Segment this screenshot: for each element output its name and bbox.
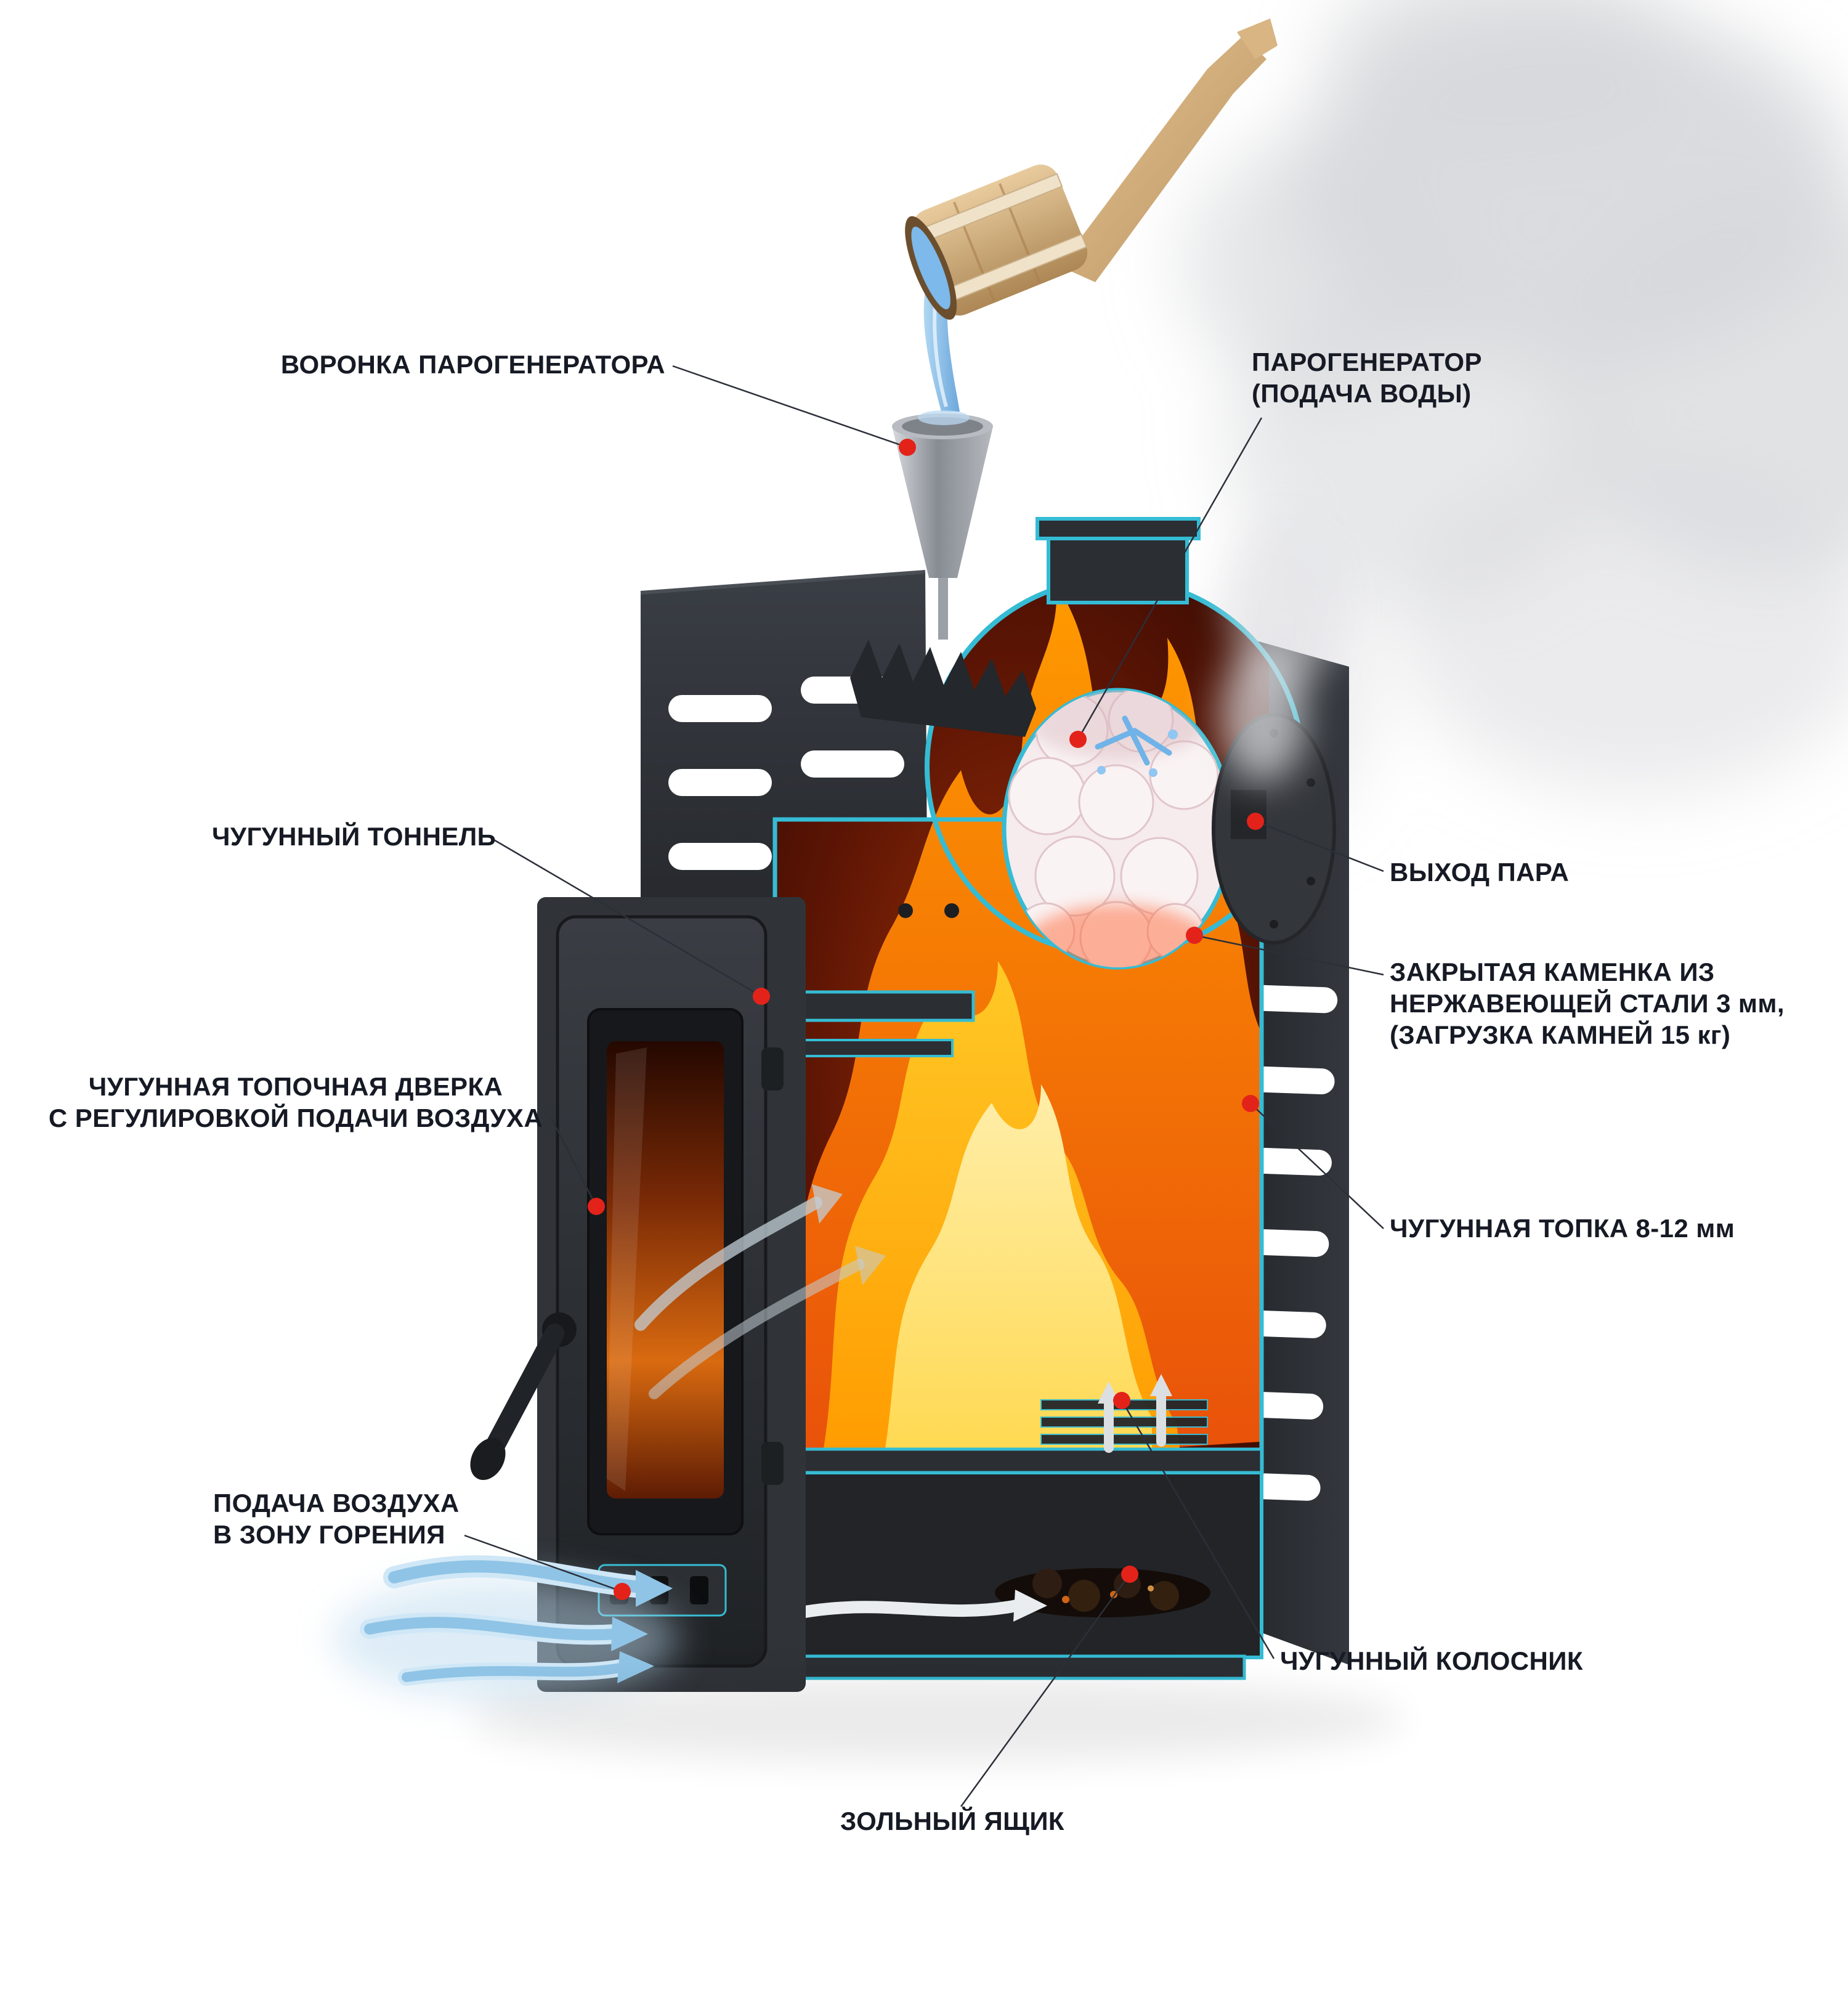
label-air-supply: ПОДАЧА ВОЗДУХА В ЗОНУ ГОРЕНИЯ [213, 1489, 460, 1550]
callout-line-grate [1121, 1400, 1275, 1659]
door-handle [470, 1312, 577, 1481]
label-tunnel: ЧУГУННЫЙ ТОННЕЛЬ [212, 822, 496, 851]
flames-core [881, 1084, 1152, 1473]
label-funnel: ВОРОНКА ПАРОГЕНЕРАТОРА [280, 350, 665, 379]
ground-shadow [468, 1676, 1404, 1762]
callout-line-air-supply [464, 1534, 623, 1593]
label-door: ЧУГУННАЯ ТОПОЧНАЯ ДВЕРКА С РЕГУЛИРОВКОЙ … [48, 1072, 543, 1133]
ash-box-area [725, 1374, 1263, 1680]
marker-steam-generator [1069, 731, 1087, 748]
marker-steam-outlet [1247, 813, 1264, 830]
steam-outlet-disc [1212, 518, 1340, 945]
marker-stone-chamber [1186, 927, 1203, 944]
marker-ash-box [1121, 1566, 1138, 1583]
intake-air-arrows [333, 1555, 678, 1701]
label-firebox: ЧУГУННАЯ ТОПКА 8-12 мм [1390, 1214, 1735, 1243]
smoke-cloud [1183, 0, 1848, 826]
callout-lines [464, 365, 1384, 1807]
callout-line-stone-chamber [1194, 934, 1384, 976]
callout-markers [588, 439, 1264, 1600]
water-splash [1095, 715, 1172, 766]
label-stone-chamber: ЗАКРЫТАЯ КАМЕНКА ИЗ НЕРЖАВЕЮЩЕЙ СТАЛИ 3 … [1390, 957, 1785, 1050]
wooden-ladle [905, 18, 1278, 320]
marker-tunnel [753, 988, 770, 1005]
cast-ribs [850, 640, 1036, 737]
callout-line-steam-generator [1077, 417, 1263, 740]
label-grate: ЧУГУННЫЙ КОЛОСНИК [1280, 1646, 1583, 1675]
callout-line-funnel [672, 365, 908, 449]
callout-line-ash-box [960, 1574, 1131, 1807]
firebox-door [470, 897, 886, 1692]
marker-air-supply [614, 1583, 631, 1600]
internal-airflow-arrows [785, 1599, 1023, 1620]
door-glass [607, 1041, 724, 1498]
marker-funnel [899, 439, 916, 456]
callout-line-tunnel [492, 838, 762, 998]
callout-line-firebox [1250, 1103, 1384, 1229]
label-ash-box: ЗОЛЬНЫЙ ЯЩИК [840, 1807, 1064, 1835]
marker-door [588, 1198, 605, 1215]
label-steam-outlet: ВЫХОД ПАРА [1390, 858, 1570, 887]
marker-grate [1113, 1392, 1130, 1409]
coals [995, 1568, 1210, 1617]
airwash-arrows [634, 1197, 865, 1399]
callout-line-door [550, 1118, 598, 1207]
marker-firebox [1242, 1095, 1259, 1112]
label-steam-generator: ПАРОГЕНЕРАТОР (ПОДАЧА ВОДЫ) [1252, 348, 1482, 409]
callout-line-steam-outlet [1255, 820, 1384, 872]
